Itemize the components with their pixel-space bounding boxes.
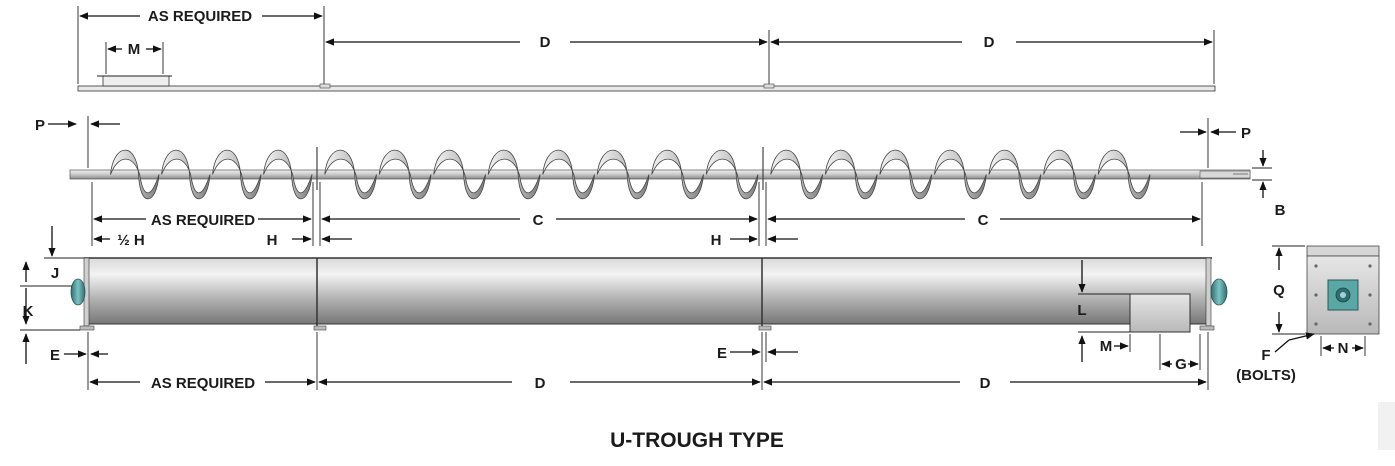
trough-cover — [77, 75, 1216, 92]
label-h-1: H — [267, 232, 278, 249]
screw-flight — [263, 149, 313, 200]
label-c-2: C — [978, 212, 989, 229]
end-view-dimension-lines — [1272, 245, 1366, 356]
label-h-2: H — [711, 232, 722, 249]
tail-bearing — [70, 278, 86, 306]
label-l: L — [1077, 302, 1086, 319]
label-k: K — [23, 303, 34, 320]
screw-flight — [705, 149, 759, 200]
label-e-middle: E — [717, 345, 727, 362]
label-d-bottom-2: D — [980, 375, 991, 392]
inlet-flange — [102, 75, 170, 87]
edge-tab — [1378, 402, 1395, 450]
label-e-left: E — [50, 347, 60, 364]
label-b: B — [1275, 202, 1286, 219]
label-as-required-screw: AS REQUIRED — [151, 212, 255, 229]
drive-bearing — [1210, 278, 1228, 306]
label-m-top: M — [128, 41, 141, 58]
screw-flight — [596, 149, 650, 200]
screw-flight — [433, 149, 486, 200]
screw-shaft — [69, 147, 1251, 190]
screw-flight — [324, 149, 377, 200]
label-q: Q — [1273, 282, 1285, 299]
label-j: J — [51, 265, 59, 282]
screw-flight — [378, 149, 432, 200]
screw-flight — [542, 149, 595, 200]
label-p-left: P — [35, 117, 45, 134]
label-d-bottom-1: D — [535, 375, 546, 392]
label-p-right: P — [1241, 125, 1251, 142]
screw-flight — [110, 149, 160, 200]
label-g: G — [1175, 356, 1187, 373]
trough-dimension-lines — [20, 226, 1209, 390]
screw-flight — [879, 149, 933, 200]
label-d-top-2: D — [984, 34, 995, 51]
label-m-bottom: M — [1100, 338, 1113, 355]
end-view — [1306, 245, 1380, 335]
label-bolts: (BOLTS) — [1236, 367, 1296, 384]
screw-flight — [934, 149, 987, 200]
diagram-title: U-TROUGH TYPE — [610, 429, 784, 452]
screw-flight — [1043, 149, 1096, 200]
screw-dimension-lines — [48, 116, 1272, 246]
screw-flight — [651, 149, 704, 200]
screw-flight — [487, 149, 541, 200]
label-d-top-1: D — [540, 34, 551, 51]
screw-flight — [988, 149, 1042, 200]
screw-flight — [824, 149, 878, 200]
top-dimension-lines — [77, 6, 1215, 84]
screw-flight — [161, 149, 211, 200]
label-c-1: C — [533, 212, 544, 229]
screw-flights — [110, 149, 1151, 200]
label-f: F — [1261, 347, 1270, 364]
label-half-h: ½ H — [117, 232, 145, 249]
label-n: N — [1338, 340, 1349, 357]
screw-flight — [770, 149, 823, 200]
u-trough — [70, 257, 1228, 333]
screw-flight — [1097, 149, 1151, 200]
label-as-required-bottom: AS REQUIRED — [151, 375, 255, 392]
screw-flight — [212, 149, 262, 200]
label-as-required-top: AS REQUIRED — [148, 8, 252, 25]
